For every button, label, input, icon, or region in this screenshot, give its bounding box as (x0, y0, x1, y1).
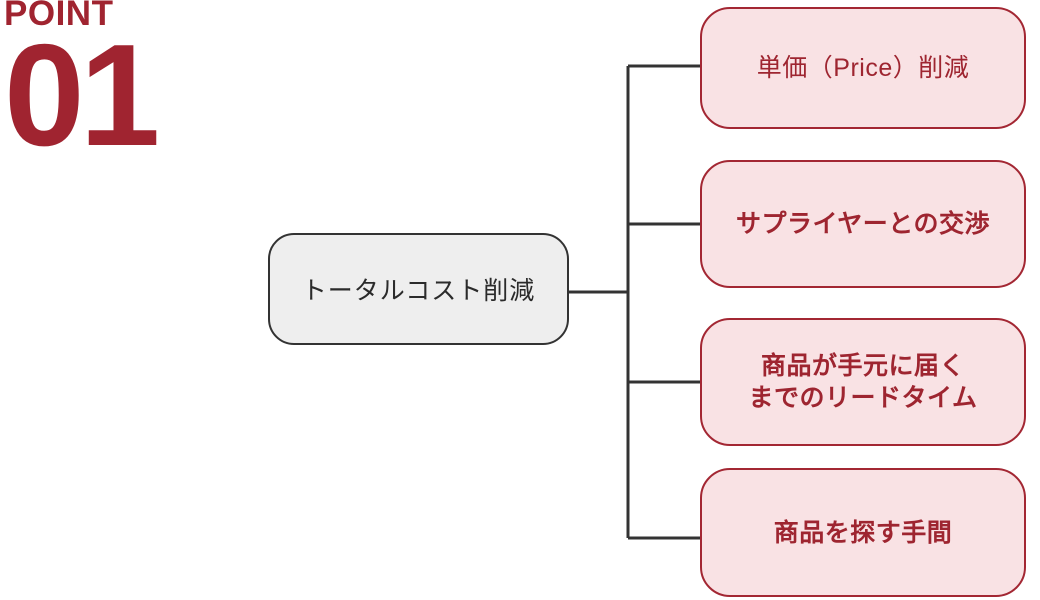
leaf-line: サプライヤーとの交渉 (735, 210, 990, 238)
point-label: POINT (4, 0, 114, 33)
leaf-line: までのリードタイム (748, 384, 978, 412)
leaf-node-unit-price-reduction[interactable]: 単価（Price）削減 (700, 7, 1026, 129)
leaf-node-label: 単価（Price）削減 (743, 52, 983, 84)
leaf-node-supplier-negotiation[interactable]: サプライヤーとの交渉 (700, 160, 1026, 288)
point-number: 01 (4, 14, 160, 176)
leaf-node-label: 商品が手元に届く までのリードタイム (734, 350, 991, 414)
leaf-line: 単価（Price）削減 (756, 54, 970, 82)
root-node-total-cost-reduction[interactable]: トータルコスト削減 (268, 233, 569, 345)
leaf-node-product-search-effort[interactable]: 商品を探す手間 (700, 468, 1026, 597)
leaf-line: 商品が手元に届く (760, 352, 965, 380)
leaf-line: 商品を探す手間 (773, 518, 953, 547)
leaf-node-lead-time[interactable]: 商品が手元に届く までのリードタイム (700, 318, 1026, 446)
point-badge: POINT 01 (4, 0, 224, 176)
leaf-node-label: 商品を探す手間 (760, 517, 967, 549)
root-node-label: トータルコスト削減 (301, 277, 536, 305)
leaf-node-label: サプライヤーとの交渉 (722, 208, 1004, 240)
